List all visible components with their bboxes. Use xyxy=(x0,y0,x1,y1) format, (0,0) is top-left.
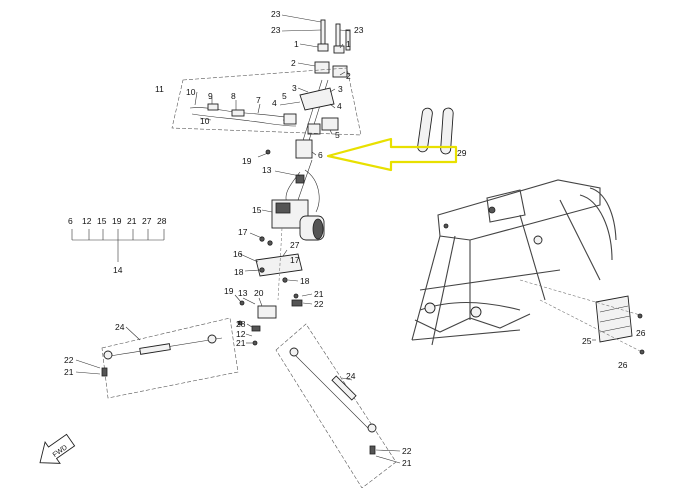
highlight-arrow xyxy=(326,137,458,172)
callout-18b: 18 xyxy=(300,276,310,286)
callout-19a: 19 xyxy=(242,156,252,166)
callout-28: 28 xyxy=(236,319,246,329)
callout-24a: 24 xyxy=(115,322,125,332)
callout-24b: 24 xyxy=(346,371,356,381)
callout-3b: 3 xyxy=(338,84,343,94)
vehicle-frame xyxy=(411,179,617,346)
callout-20: 20 xyxy=(254,288,264,298)
callout-17a: 17 xyxy=(238,227,248,237)
fwd-direction-arrow: FWD xyxy=(39,433,76,464)
callout-17b: 17 xyxy=(290,255,300,265)
legend-item-3: 15 xyxy=(97,216,107,226)
callout-21a: 21 xyxy=(314,289,324,299)
callout-1a: 1 xyxy=(294,39,299,49)
callout-11: 11 xyxy=(155,84,164,94)
callout-12: 12 xyxy=(236,329,246,339)
arm-29 xyxy=(417,107,454,155)
callout-6: 6 xyxy=(318,150,323,160)
callout-23b: 23 xyxy=(271,25,281,35)
callout-19b: 19 xyxy=(224,286,234,296)
callout-15: 15 xyxy=(252,205,262,215)
callout-5b: 5 xyxy=(335,130,340,140)
harness-group-box xyxy=(171,67,362,136)
ecu-module-25 xyxy=(519,279,645,355)
legend-total: 14 xyxy=(113,265,123,275)
callout-2a: 2 xyxy=(291,58,296,68)
callout-10b: 10 xyxy=(200,116,210,126)
callout-25: 25 xyxy=(582,336,592,346)
callout-16: 16 xyxy=(233,249,243,259)
callout-labels: 23 23 23 1 1 2 2 3 3 4 4 5 5 6 7 8 9 10 … xyxy=(64,9,646,468)
legend-item-2: 12 xyxy=(82,216,92,226)
callout-13b: 13 xyxy=(238,288,248,298)
callout-21b: 21 xyxy=(236,338,246,348)
callout-3a: 3 xyxy=(292,83,297,93)
callout-26b: 26 xyxy=(618,360,628,370)
center-link-group xyxy=(234,293,313,346)
callout-7: 7 xyxy=(256,95,261,105)
tie-rod-right xyxy=(275,323,401,488)
callout-21d: 21 xyxy=(402,458,412,468)
lower-bracket-group xyxy=(239,227,303,301)
callout-22b: 22 xyxy=(64,355,74,365)
callout-1b: 1 xyxy=(346,39,351,49)
callout-22a: 22 xyxy=(314,299,324,309)
callout-22c: 22 xyxy=(402,446,412,456)
callout-27: 27 xyxy=(290,240,300,250)
steering-column-assembly xyxy=(279,14,351,159)
callout-9: 9 xyxy=(208,91,213,101)
legend-item-5: 21 xyxy=(127,216,137,226)
callout-26a: 26 xyxy=(636,328,646,338)
callout-2b: 2 xyxy=(346,71,351,81)
callout-23c: 23 xyxy=(354,25,364,35)
callout-10a: 10 xyxy=(186,87,196,97)
eps-motor-unit xyxy=(257,149,325,241)
callout-29: 29 xyxy=(457,148,467,158)
callout-5a: 5 xyxy=(282,91,287,101)
legend-item-7: 28 xyxy=(157,216,167,226)
callout-21c: 21 xyxy=(64,367,74,377)
legend-item-6: 27 xyxy=(142,216,152,226)
legend-item-4: 19 xyxy=(112,216,122,226)
callout-18a: 18 xyxy=(234,267,244,277)
callout-4a: 4 xyxy=(272,98,277,108)
callout-4b: 4 xyxy=(337,101,342,111)
parts-kit-legend: 6 12 15 19 21 27 28 14 xyxy=(68,216,167,275)
tie-rod-left xyxy=(75,317,239,399)
legend-item-1: 6 xyxy=(68,216,73,226)
callout-8: 8 xyxy=(231,91,236,101)
callout-13a: 13 xyxy=(262,165,272,175)
callout-23a: 23 xyxy=(271,9,281,19)
